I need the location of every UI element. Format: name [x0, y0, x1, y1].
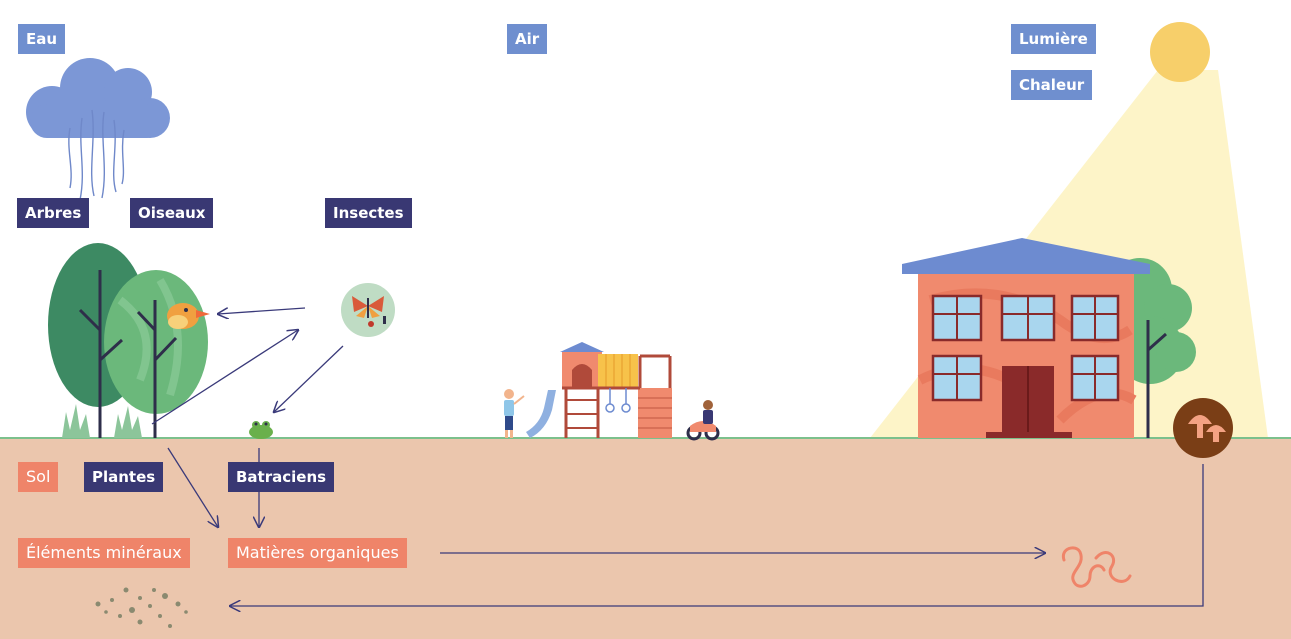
label-arbres: Arbres: [17, 198, 90, 228]
frog-icon: [249, 421, 273, 439]
rain-cloud-icon: [26, 58, 170, 201]
mushroom-icon: [1173, 398, 1233, 458]
label-elements-mineraux: Éléments minéraux: [18, 538, 190, 568]
grass-icon: [62, 404, 142, 438]
insects-icon: [341, 283, 395, 337]
playground-icon: [526, 342, 672, 438]
label-batraciens: Batraciens: [228, 462, 335, 492]
label-eau: Eau: [18, 24, 66, 54]
label-matieres-organiques: Matières organiques: [228, 538, 407, 568]
label-oiseaux: Oiseaux: [130, 198, 214, 228]
house-icon: [902, 238, 1150, 438]
sun-icon: [1150, 22, 1210, 82]
arrow-plants-to-insects: [151, 330, 298, 425]
arrow-mushroom-to-minerals: [230, 464, 1204, 606]
child-icon: [504, 389, 525, 438]
label-insectes: Insectes: [325, 198, 412, 228]
minerals-icon: [95, 587, 188, 628]
label-chaleur: Chaleur: [1011, 70, 1093, 100]
bicycle-icon: [686, 400, 720, 441]
label-air: Air: [507, 24, 548, 54]
bird-icon: [167, 303, 210, 329]
soil: [0, 438, 1291, 639]
flow-arrows: [151, 307, 1204, 606]
tree-icon: [48, 243, 208, 438]
worm-icon: [1061, 546, 1132, 588]
label-lumiere: Lumière: [1011, 24, 1096, 54]
label-sol: Sol: [18, 462, 59, 492]
label-plantes: Plantes: [84, 462, 164, 492]
arrow-insects-to-frog: [274, 345, 344, 412]
arrow-insects-to-birds: [218, 307, 306, 314]
arrow-plants-to-minerals: [167, 447, 218, 527]
